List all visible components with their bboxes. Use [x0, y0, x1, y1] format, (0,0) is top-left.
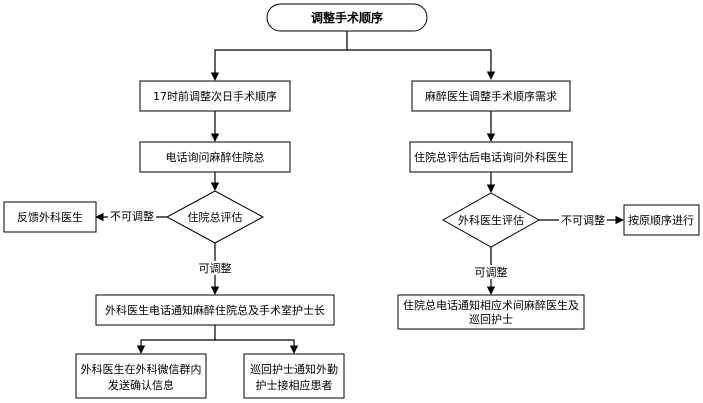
left-split-connector	[136, 325, 216, 354]
right-step1-box	[411, 80, 571, 112]
left-step3-box	[95, 294, 335, 326]
split-connector	[214, 31, 348, 79]
right-decision-label: 外科医生评估	[458, 213, 524, 227]
left-out2-label-line2: 护士接相应患者	[256, 378, 333, 392]
right-no-result-label: 按原顺序进行	[628, 213, 694, 227]
split-connector-right	[347, 49, 496, 80]
left-out2-box	[243, 353, 345, 399]
right-final-box	[397, 294, 585, 330]
right-yes-label: 可调整	[475, 265, 508, 279]
left-no-result-box	[3, 201, 97, 233]
right-step2-box	[409, 141, 573, 173]
left-no-label: 不可调整	[110, 209, 154, 223]
left-yes-label: 可调整	[199, 261, 232, 275]
left-step2-label: 电话询问麻醉住院总	[166, 150, 265, 164]
right-no-label-bg	[559, 213, 607, 227]
left-step3-label: 外科医生电话通知麻醉住院总及手术室护士长	[105, 303, 325, 317]
left-no-result-label: 反馈外科医生	[17, 210, 83, 224]
right-step1-label: 麻醉医生调整手术顺序需求	[425, 89, 557, 103]
left-step1-box	[139, 80, 291, 112]
left-step1-label: 17时前调整次日手术顺序	[153, 89, 277, 103]
right-step2-label: 住院总评估后电话询问外科医生	[414, 150, 568, 164]
left-decision-label: 住院总评估	[188, 210, 243, 224]
right-final-label-line1: 住院总电话通知相应术间麻醉医生及	[403, 298, 579, 312]
right-final-label-line2: 巡回护士	[469, 312, 513, 326]
left-split-connector-right	[215, 339, 299, 354]
left-out1-label-line1: 外科医生在外科微信群内	[81, 362, 202, 376]
left-out1-box	[75, 353, 207, 399]
left-out1-label-line2: 发送确认信息	[108, 378, 174, 392]
right-yes-label-bg	[471, 265, 511, 279]
left-no-label-bg	[108, 209, 156, 223]
left-yes-label-bg	[195, 261, 235, 275]
right-no-result-box	[623, 204, 700, 236]
title-label: 调整手术顺序	[311, 10, 383, 25]
left-out2-label-line1: 巡回护士通知外勤	[250, 362, 338, 376]
right-no-label: 不可调整	[561, 213, 605, 227]
